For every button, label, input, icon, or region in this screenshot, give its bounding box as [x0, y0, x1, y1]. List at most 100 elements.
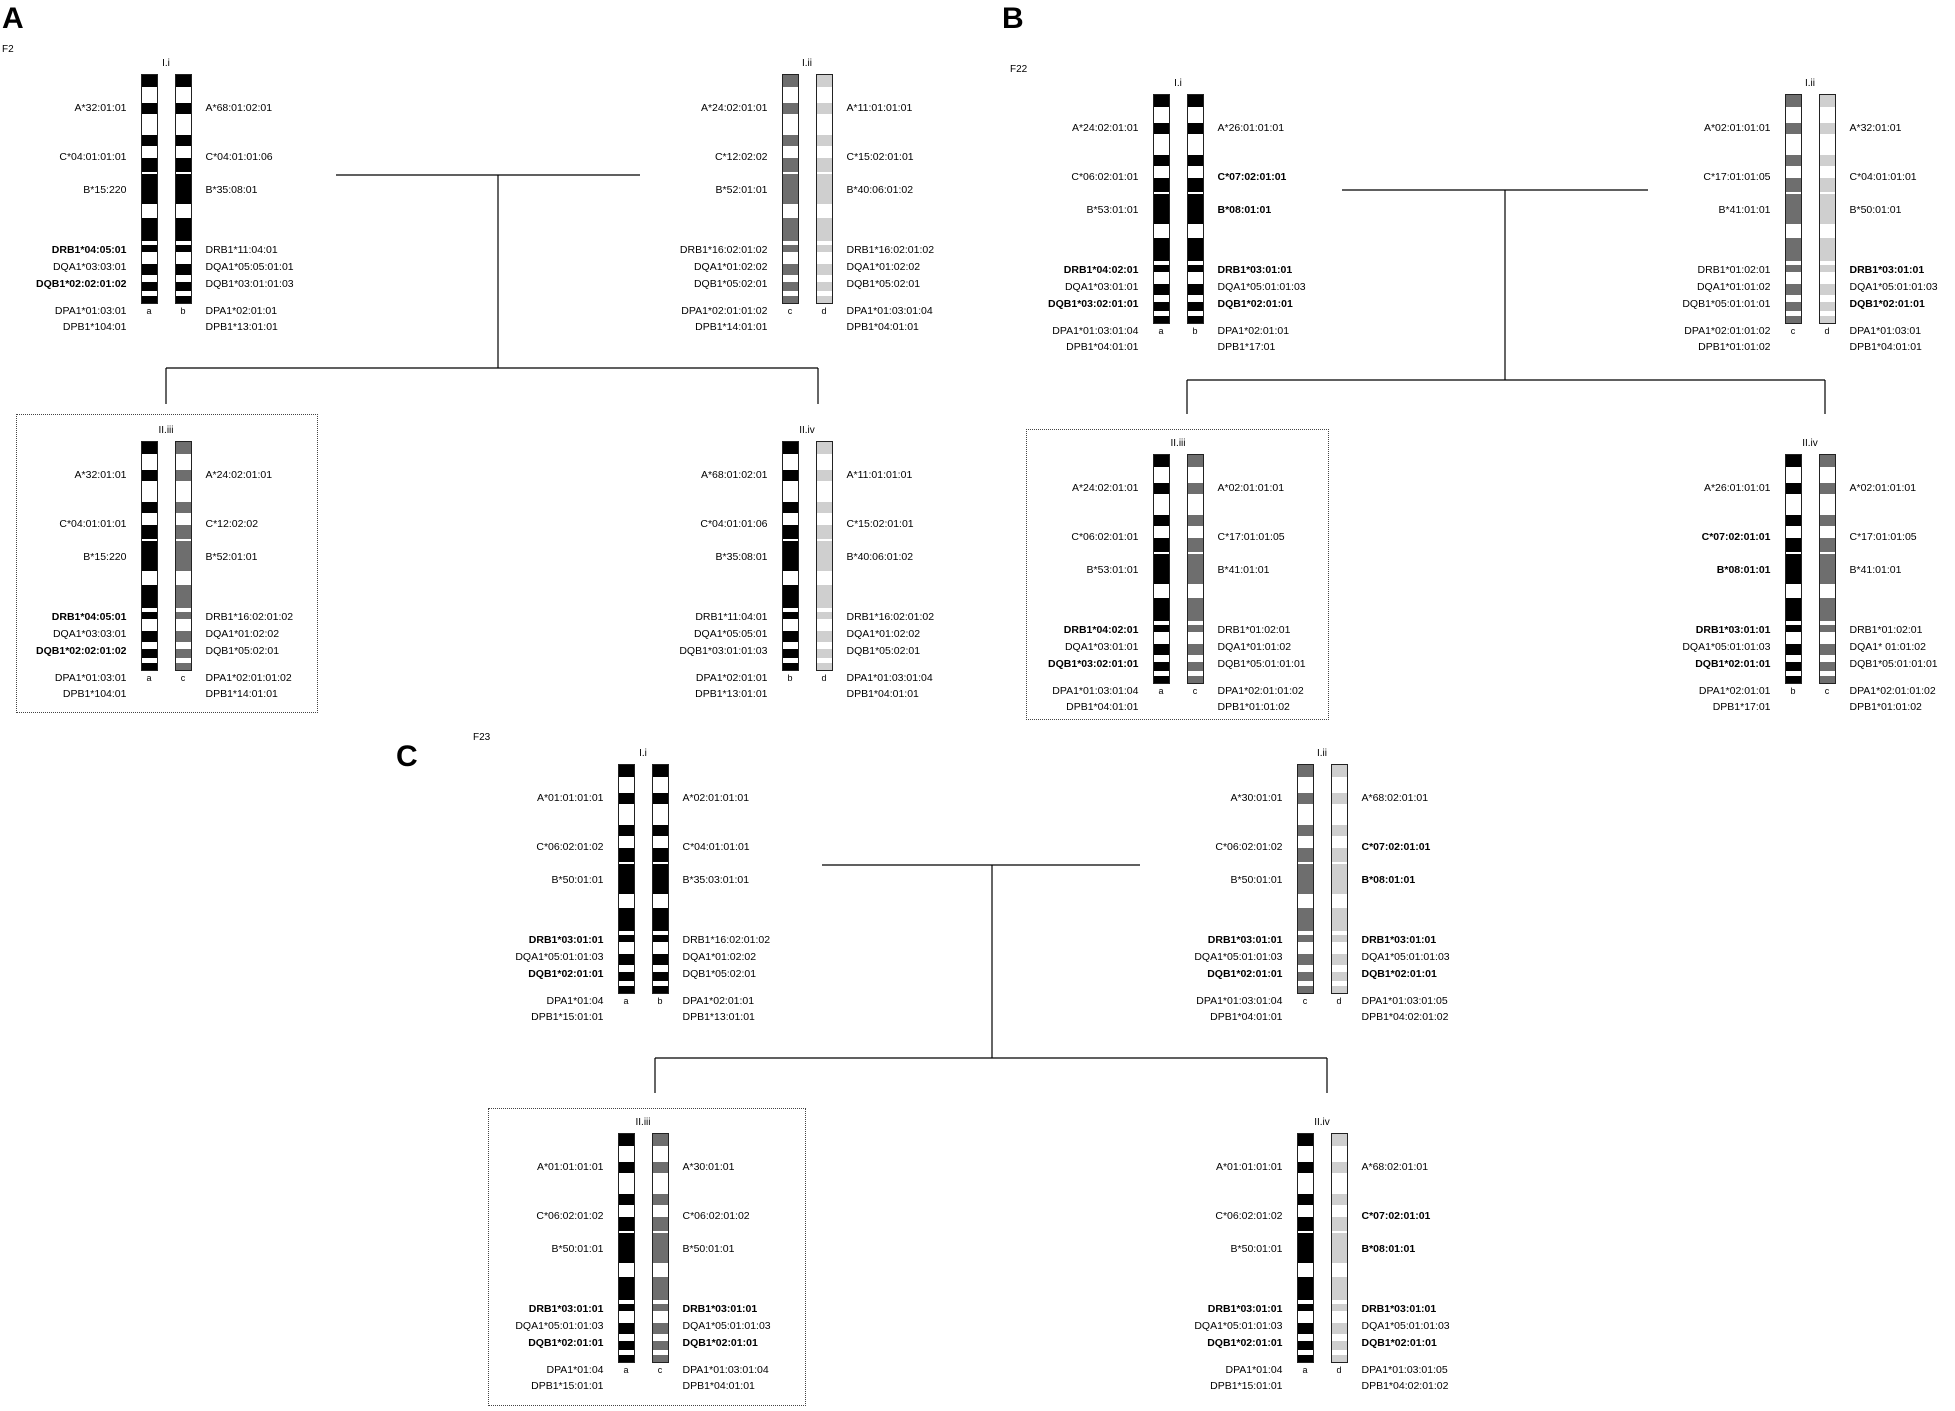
- haplotype-segment: [652, 1276, 668, 1300]
- haplotype-segment: [1819, 177, 1835, 192]
- haplotype-segment: [1187, 265, 1203, 273]
- allele-left: DPA1*01:04: [546, 1364, 604, 1376]
- allele-right: B*08:01:01: [1217, 204, 1272, 216]
- allele-right: A*11:01:01:01: [846, 102, 913, 114]
- haplotype-segment: [1187, 177, 1203, 192]
- haplotype-segment: [141, 173, 157, 204]
- haplotype-segment: [652, 953, 668, 966]
- allele-left: A*02:01:01:01: [1703, 122, 1771, 134]
- haplotype-segment: [1785, 315, 1801, 323]
- allele-left: A*01:01:01:01: [536, 1161, 604, 1173]
- haplotype-segment: [1187, 514, 1203, 527]
- haplotype-bar: [781, 441, 799, 671]
- allele-left: DQA1*05:01:01:03: [515, 951, 604, 963]
- allele-right: B*35:03:01:01: [682, 874, 750, 886]
- haplotype-segment: [141, 649, 157, 659]
- haplotype-segment: [1187, 662, 1203, 672]
- haplotype-segment: [1153, 482, 1169, 495]
- haplotype-segment: [175, 282, 191, 292]
- allele-left: DQA1*05:01:01:03: [1194, 1320, 1283, 1332]
- haplotype-segment: [1297, 863, 1313, 894]
- allele-left: A*32:01:01: [74, 102, 127, 114]
- haplotype-letter: b: [787, 673, 793, 683]
- haplotype-segment: [1819, 514, 1835, 527]
- haplotype-segment: [782, 263, 798, 276]
- haplotype-bar: [1784, 454, 1802, 684]
- allele-right: DQB1*05:02:01: [846, 278, 921, 290]
- haplotype-segment: [1819, 625, 1835, 633]
- allele-left: C*06:02:01:02: [536, 1210, 604, 1222]
- allele-right: DQB1*05:01:01:01: [1849, 658, 1938, 670]
- allele-right: B*41:01:01: [1217, 564, 1270, 576]
- allele-right: DPA1*01:03:01:05: [1361, 1364, 1448, 1376]
- allele-right: DQA1*01:02:02: [205, 628, 280, 640]
- haplotype-segment: [618, 1276, 634, 1300]
- haplotype-segment: [1819, 482, 1835, 495]
- allele-right: DPA1*02:01:01: [205, 305, 278, 317]
- allele-left: DQA1*03:03:01: [52, 628, 127, 640]
- haplotype-bar: [1784, 94, 1802, 324]
- haplotype-segment: [1331, 1161, 1347, 1174]
- family-label: F23: [473, 732, 491, 743]
- allele-right: DQB1*05:02:01: [205, 645, 280, 657]
- allele-right: DPA1*02:01:01:02: [1217, 685, 1304, 697]
- allele-right: DPB1*04:02:01:02: [1361, 1011, 1449, 1023]
- haplotype-segment: [1331, 1193, 1347, 1206]
- subject-id: II.iv: [799, 425, 815, 436]
- haplotype-segment: [1331, 1216, 1347, 1231]
- allele-right: DQB1*02:01:01: [1361, 968, 1437, 980]
- haplotype-segment: [1819, 95, 1835, 107]
- allele-left: DRB1*04:05:01: [51, 244, 127, 256]
- haplotype-letter: b: [1192, 326, 1198, 336]
- haplotype-segment: [141, 501, 157, 514]
- haplotype-bar: [781, 74, 799, 304]
- haplotype-segment: [652, 863, 668, 894]
- haplotype-segment: [782, 282, 798, 292]
- haplotype-letter: a: [623, 996, 629, 1006]
- haplotype-segment: [1297, 824, 1313, 837]
- haplotype-segment: [1331, 972, 1347, 982]
- haplotype-segment: [1153, 193, 1169, 224]
- allele-right: A*30:01:01: [682, 1161, 735, 1173]
- haplotype-segment: [1297, 985, 1313, 993]
- haplotype-segment: [175, 469, 191, 482]
- haplotype-segment: [141, 540, 157, 571]
- allele-left: DPB1*04:01:01: [1066, 341, 1139, 353]
- haplotype-segment: [618, 847, 634, 862]
- allele-right: DQA1*05:01:01:03: [1849, 281, 1938, 293]
- allele-left: DPB1*01:01:02: [1698, 341, 1771, 353]
- haplotype-bar: [617, 764, 635, 994]
- haplotype-segment: [1187, 315, 1203, 323]
- haplotype-segment: [1819, 455, 1835, 467]
- haplotype-segment: [141, 442, 157, 454]
- allele-left: C*06:02:01:01: [1071, 531, 1139, 543]
- allele-right: DQA1*01:02:02: [682, 951, 757, 963]
- haplotype-segment: [1297, 953, 1313, 966]
- allele-left: A*68:01:02:01: [700, 469, 768, 481]
- haplotype-bar: [1186, 94, 1204, 324]
- haplotype-segment: [1331, 792, 1347, 805]
- haplotype-segment: [1297, 907, 1313, 931]
- allele-left: C*04:01:01:01: [59, 518, 127, 530]
- haplotype-segment: [141, 295, 157, 303]
- allele-right: DQA1*05:01:01:03: [682, 1320, 771, 1332]
- allele-right: DQA1*01:02:02: [846, 628, 921, 640]
- allele-left: A*24:02:01:01: [700, 102, 768, 114]
- allele-right: DRB1*03:01:01: [1361, 1303, 1437, 1315]
- haplotype-segment: [782, 295, 798, 303]
- haplotype-bar: [1296, 764, 1314, 994]
- allele-right: DQB1*05:02:01: [846, 645, 921, 657]
- haplotype-segment: [1187, 283, 1203, 296]
- haplotype-segment: [652, 1216, 668, 1231]
- haplotype-segment: [1187, 625, 1203, 633]
- haplotype-segment: [1785, 122, 1801, 135]
- allele-right: DPB1*04:02:01:02: [1361, 1380, 1449, 1392]
- haplotype-segment: [1819, 154, 1835, 167]
- allele-left: DQB1*03:01:01:03: [679, 645, 768, 657]
- allele-right: DPB1*04:01:01: [682, 1380, 755, 1392]
- haplotype-segment: [1785, 302, 1801, 312]
- allele-left: DPB1*104:01: [62, 321, 127, 333]
- haplotype-segment: [1331, 847, 1347, 862]
- haplotype-segment: [1297, 1304, 1313, 1312]
- allele-right: A*02:01:01:01: [1217, 482, 1285, 494]
